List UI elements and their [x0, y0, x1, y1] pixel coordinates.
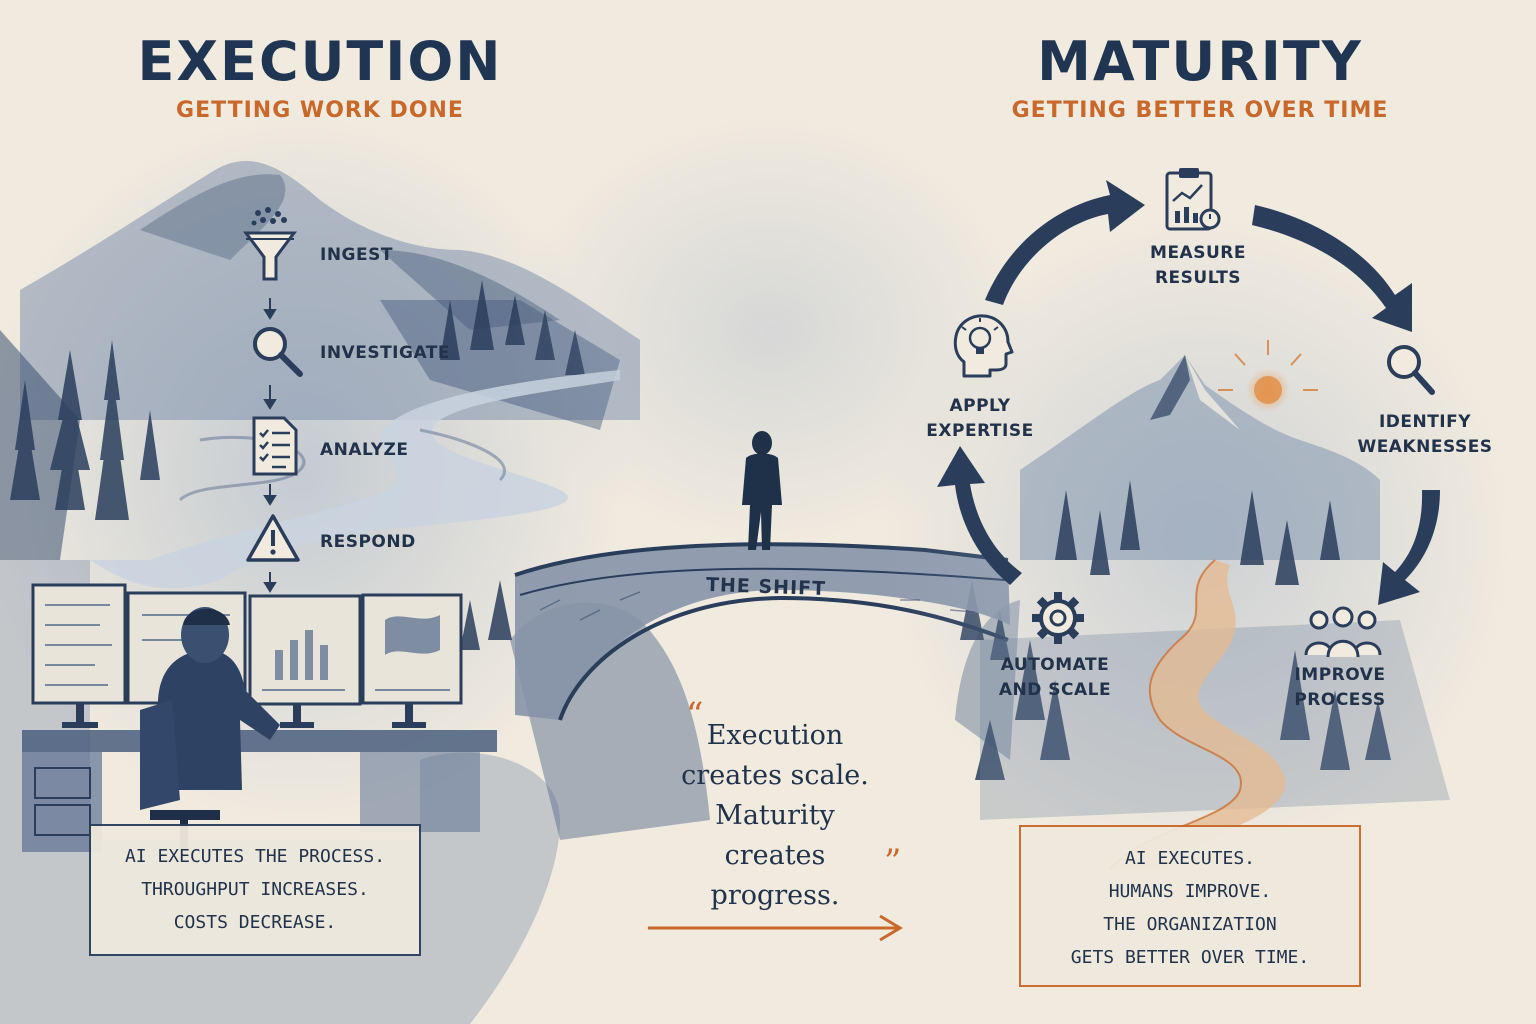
cycle-measure-results: MEASURE RESULTS [1128, 241, 1268, 291]
maturity-note-line: HUMANS IMPROVE. [1108, 881, 1272, 902]
cycle-label-line: RESULTS [1154, 268, 1242, 288]
step-investigate-label: INVESTIGATE [320, 343, 450, 363]
execution-note: AI EXECUTES THE PROCESS. THROUGHPUT INCR… [90, 840, 420, 939]
cycle-label-line: WEAKNESSES [1357, 437, 1493, 457]
clipboard-chart-icon [1162, 165, 1224, 233]
maturity-note-line: THE ORGANIZATION [1103, 914, 1277, 935]
cycle-label-line: APPLY [949, 396, 1011, 416]
quote-close-mark: ” [884, 842, 902, 882]
cycle-identify-weaknesses: IDENTIFY WEAKNESSES [1350, 410, 1500, 460]
quote-open-mark: “ [686, 695, 704, 735]
maturity-note: AI EXECUTES. HUMANS IMPROVE. THE ORGANIZ… [1020, 842, 1360, 974]
maturity-note-line: AI EXECUTES. [1124, 848, 1256, 869]
checklist-icon [250, 415, 300, 477]
cycle-label-line: EXPERTISE [926, 421, 1034, 441]
step-analyze-label: ANALYZE [320, 440, 409, 460]
team-icon [1303, 605, 1383, 659]
center-quote: Execution creates scale. Maturity create… [660, 716, 890, 916]
gear-icon [1030, 590, 1086, 646]
maturity-subtitle: GETTING BETTER OVER TIME [1011, 98, 1389, 123]
cycle-label-line: AUTOMATE [1000, 655, 1110, 675]
winding-path [1110, 560, 1286, 870]
maturity-note-line: GETS BETTER OVER TIME. [1070, 947, 1310, 968]
left-river [90, 370, 620, 589]
execution-title: EXECUTION [137, 30, 503, 93]
cycle-label-line: MEASURE [1150, 243, 1246, 263]
analyst-workstation [22, 583, 497, 852]
progress-arrow [648, 914, 903, 942]
execution-note-line: THROUGHPUT INCREASES. [141, 879, 369, 900]
funnel-icon [240, 205, 300, 295]
flow-arrows [263, 298, 277, 593]
analyst-figure [158, 649, 280, 790]
quote-line: creates progress. [710, 840, 840, 911]
execution-note-line: COSTS DECREASE. [173, 912, 337, 933]
quote-line: Execution [706, 720, 844, 751]
head-lightbulb-icon [950, 312, 1014, 382]
left-mountain [20, 161, 640, 420]
execution-note-line: AI EXECUTES THE PROCESS. [124, 846, 386, 867]
cycle-apply-expertise: APPLY EXPERTISE [920, 394, 1040, 444]
cycle-label-line: IMPROVE [1294, 665, 1386, 685]
magnifier-icon [1380, 340, 1438, 398]
quote-line: creates scale. [681, 760, 869, 791]
quote-line: Maturity [715, 800, 835, 831]
right-trees [975, 480, 1391, 780]
cycle-improve-process: IMPROVE PROCESS [1275, 663, 1405, 713]
cycle-automate-and-scale: AUTOMATE AND SCALE [990, 653, 1120, 703]
figure-on-bridge [742, 431, 782, 550]
execution-note-box [89, 824, 421, 956]
warning-icon [245, 512, 301, 564]
cycle-label-line: AND SCALE [998, 680, 1112, 700]
execution-subtitle: GETTING WORK DONE [176, 98, 464, 123]
cycle-arrows [937, 180, 1440, 605]
bridge-label: THE SHIFT [705, 573, 827, 601]
maturity-title: MATURITY [1037, 30, 1363, 93]
cycle-label-line: IDENTIFY [1378, 412, 1472, 432]
cycle-label-line: PROCESS [1294, 690, 1386, 710]
right-mountain [1020, 355, 1380, 560]
magnifier-icon [248, 322, 306, 380]
maturity-note-box [1019, 825, 1361, 987]
step-respond-label: RESPOND [320, 532, 416, 552]
step-ingest-label: INGEST [320, 245, 393, 265]
